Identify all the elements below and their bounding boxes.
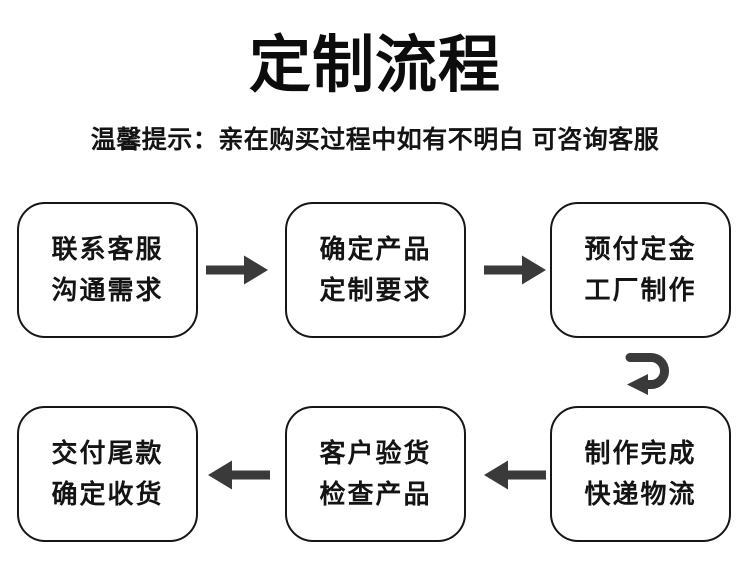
flow-step-confirm-product: 确定产品 定制要求 bbox=[285, 202, 466, 338]
u-turn-down-left-arrow-icon bbox=[625, 353, 669, 395]
arrow-right-icon bbox=[484, 255, 546, 285]
step-text-line: 沟通需求 bbox=[51, 275, 164, 305]
step-text-line: 客户验货 bbox=[319, 438, 432, 468]
flow-step-contact-service: 联系客服 沟通需求 bbox=[17, 202, 198, 338]
step-text-line: 交付尾款 bbox=[51, 438, 164, 468]
flow-step-customer-inspection: 客户验货 检查产品 bbox=[285, 406, 466, 542]
arrow-left-icon bbox=[208, 460, 270, 490]
step-text-line: 工厂制作 bbox=[584, 275, 697, 305]
step-text-line: 快递物流 bbox=[584, 479, 697, 509]
step-text-line: 制作完成 bbox=[584, 438, 697, 468]
step-text-line: 确定产品 bbox=[319, 234, 432, 264]
flow-step-final-payment: 交付尾款 确定收货 bbox=[17, 406, 198, 542]
arrow-right-icon bbox=[206, 255, 268, 285]
flow-step-deposit-production: 预付定金 工厂制作 bbox=[550, 202, 731, 338]
step-text-line: 联系客服 bbox=[51, 234, 164, 264]
step-text-line: 定制要求 bbox=[319, 275, 432, 305]
step-text-line: 检查产品 bbox=[319, 479, 432, 509]
step-text-line: 确定收货 bbox=[51, 479, 164, 509]
subtitle-tip: 温馨提示：亲在购买过程中如有不明白 可咨询客服 bbox=[90, 126, 660, 154]
flow-step-finished-shipping: 制作完成 快递物流 bbox=[550, 406, 731, 542]
step-text-line: 预付定金 bbox=[584, 234, 697, 264]
arrow-left-icon bbox=[484, 460, 546, 490]
page-title: 定制流程 bbox=[248, 31, 501, 100]
